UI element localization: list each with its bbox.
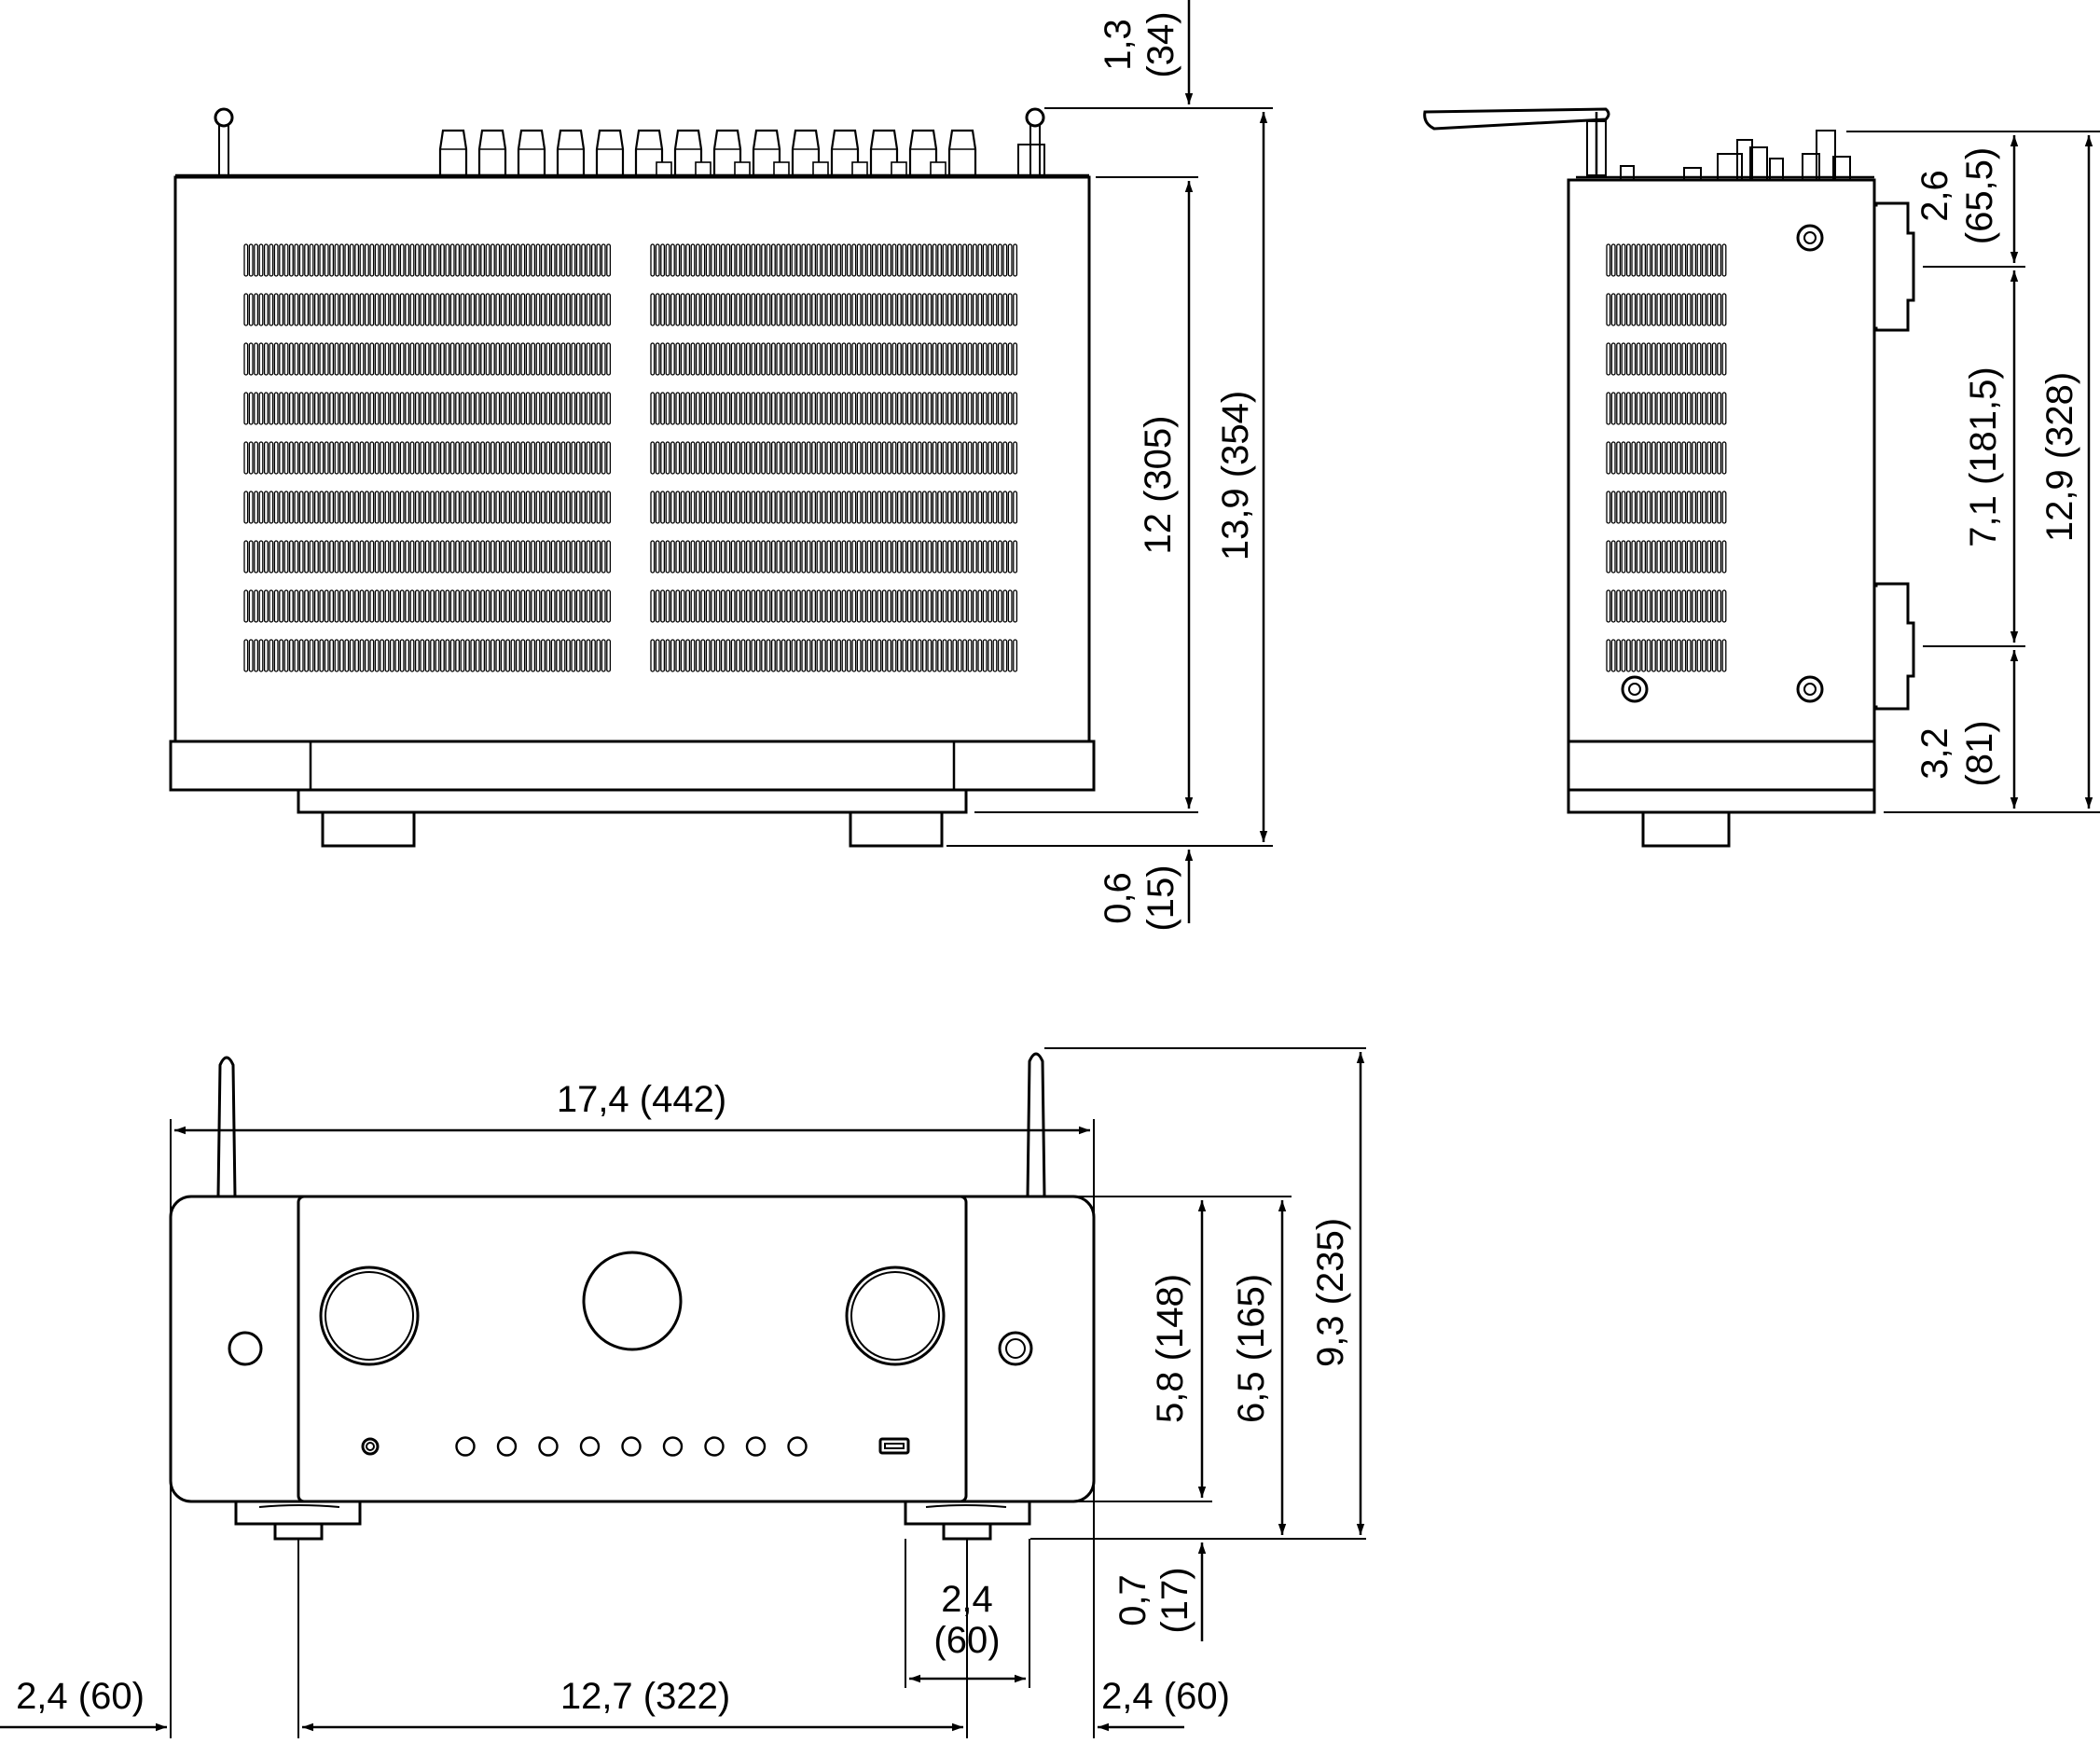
dim-front-left-offset: 2,4 (60) <box>16 1676 145 1717</box>
setup-mic-jack <box>361 1437 380 1456</box>
dim-antenna-above-mm: (34) <box>1140 11 1181 77</box>
dim-antenna-above-in: 1,3 <box>1098 19 1139 71</box>
dim-side-top-mm: (65,5) <box>1959 147 2000 245</box>
dim-front-panel-height: 5,8 (148) <box>1150 1274 1191 1423</box>
side-front-lip <box>1567 788 1876 814</box>
side-handle-bottom <box>1872 582 1915 711</box>
side-view-dimensions: 2,6 (65,5) 7,1 (181,5) 12,9 (328) 3,2 (8… <box>1846 131 2100 813</box>
side-foot <box>1641 810 1731 848</box>
front-foot-right <box>904 1500 1031 1541</box>
dim-front-body-height: 6,5 (165) <box>1231 1274 1272 1423</box>
dim-front-foot-width-in: 2,4 <box>941 1579 993 1620</box>
side-handle-top <box>1872 201 1915 332</box>
side-antenna <box>1423 107 1610 176</box>
dim-feet-mm: (15) <box>1140 865 1181 931</box>
speaker-terminal-row <box>438 129 977 177</box>
dim-front-width: 17,4 (442) <box>557 1079 726 1120</box>
headphone-jack <box>998 1331 1033 1366</box>
top-front-panel <box>169 740 1096 792</box>
dim-side-bottom-in: 3,2 <box>1914 727 1955 780</box>
dim-side-middle: 7,1 (181,5) <box>1963 367 2004 546</box>
dim-feet-in: 0,6 <box>1098 872 1139 924</box>
knob-left <box>319 1266 420 1366</box>
dim-total-depth: 13,9 (354) <box>1215 391 1256 560</box>
dim-side-total: 12,9 (328) <box>2039 372 2080 542</box>
side-screws <box>1621 224 1824 703</box>
top-view-dimensions: 1,3 (34) 12 (305) 13,9 (354) 0,6 (15) <box>946 0 1273 932</box>
vent-grille-left <box>243 243 612 672</box>
side-front-panel <box>1567 740 1876 792</box>
vent-grille-right <box>650 243 1018 672</box>
rear-antenna-right <box>1017 107 1045 178</box>
input-button-row <box>455 1436 808 1457</box>
dim-front-foot-gap-mm: (17) <box>1154 1567 1195 1633</box>
top-foot-left <box>321 810 416 848</box>
dim-front-total-height: 9,3 (235) <box>1310 1218 1351 1367</box>
side-view <box>1423 107 1915 848</box>
front-foot-left <box>234 1500 362 1541</box>
front-antenna-right <box>1026 1052 1046 1198</box>
front-view <box>169 1052 1096 1541</box>
front-view-dimensions: 17,4 (442) 5,8 (148) 6,5 (165) 9,3 (235)… <box>0 1047 1366 1738</box>
top-foot-right <box>849 810 944 848</box>
side-rear-connectors <box>1620 130 1851 181</box>
power-button <box>228 1331 263 1366</box>
side-vent-grille <box>1606 243 1727 672</box>
front-antenna-left <box>216 1056 237 1198</box>
top-front-lip <box>297 788 968 814</box>
dim-front-foot-spacing: 12,7 (322) <box>560 1676 730 1717</box>
dim-side-bottom-mm: (81) <box>1959 720 2000 786</box>
knob-right <box>845 1266 946 1366</box>
usb-port <box>878 1437 910 1455</box>
dim-side-top-in: 2,6 <box>1914 170 1955 222</box>
knob-center <box>582 1251 683 1351</box>
top-view <box>169 107 1096 848</box>
dim-front-foot-width-mm: (60) <box>933 1620 1000 1661</box>
top-chassis <box>173 175 1091 743</box>
dim-front-foot-gap-in: 0,7 <box>1112 1574 1154 1626</box>
dim-body-depth: 12 (305) <box>1138 416 1179 555</box>
dim-front-right-offset: 2,4 (60) <box>1101 1676 1230 1717</box>
rear-antenna-left <box>214 107 234 178</box>
